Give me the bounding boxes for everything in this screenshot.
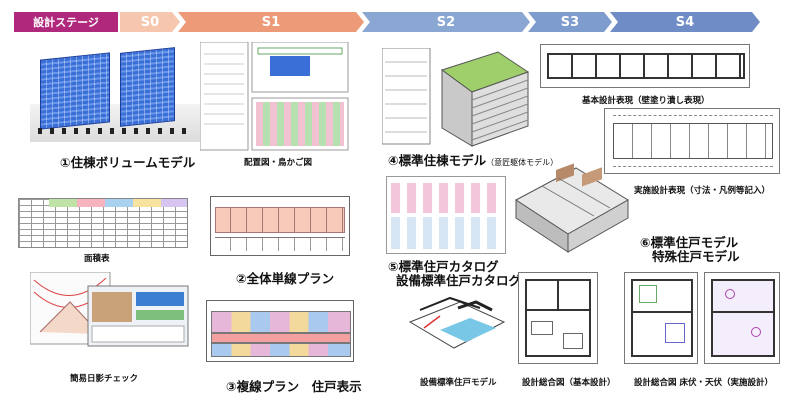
stage-s3: S3 — [528, 12, 612, 32]
volume-model-caption: ①住棟ボリュームモデル — [60, 155, 196, 170]
general-plan-basic-image — [518, 272, 598, 364]
site-plan-caption: 配置図・鳥かご図 — [244, 158, 313, 168]
general-plan-detail-caption: 設計総合図 床伏・天伏（実施設計） — [634, 378, 773, 388]
stage-s3-label: S3 — [560, 14, 580, 30]
sunlight-check-caption: 簡易日影チェック — [70, 374, 139, 384]
standard-building-model-title: ④標準住棟モデル — [388, 153, 487, 168]
volume-model-image — [30, 42, 200, 142]
standard-building-model-image — [382, 48, 532, 148]
detail-design-drawing-image — [604, 108, 780, 174]
standard-unit-catalog-caption-1: ⑤標準住戸カタログ — [388, 259, 499, 274]
general-plan-detail-floor-image — [624, 272, 698, 364]
standard-building-model-note: （意匠躯体モデル） — [486, 158, 559, 167]
stage-s2: S2 — [362, 12, 530, 32]
standard-building-model-caption: ④標準住棟モデル（意匠躯体モデル） — [388, 150, 558, 169]
site-plan-image — [200, 42, 350, 152]
stage-s2-label: S2 — [436, 14, 456, 30]
design-stage-label: 設計ステージ — [14, 12, 118, 32]
stage-s0: S0 — [120, 12, 180, 32]
general-plan-basic-caption: 設計総合図（基本設計） — [522, 378, 616, 388]
double-line-plan-image — [206, 300, 354, 362]
basic-design-drawing-image — [540, 44, 750, 88]
unit-model-caption-1: ⑥標準住戸モデル — [640, 235, 739, 250]
stage-s1: S1 — [178, 12, 364, 32]
equipment-unit-model-caption: 設備標準住戸モデル — [420, 378, 497, 388]
single-line-plan-caption: ②全体単線プラン — [236, 271, 335, 286]
standard-unit-catalog-caption-2: 設備標準住戸カタログ — [396, 273, 522, 288]
equipment-unit-model-image — [400, 288, 510, 358]
detail-design-drawing-caption: 実施設計表現（寸法・凡例等記入） — [634, 186, 771, 196]
sunlight-check-image — [30, 272, 190, 362]
stage-s0-label: S0 — [140, 14, 160, 30]
area-table-caption: 面積表 — [84, 254, 110, 264]
unit-model-caption-2: 特殊住戸モデル — [652, 249, 740, 264]
standard-unit-catalog-image — [386, 176, 506, 254]
unit-3d-model-image — [512, 160, 632, 256]
design-stage-bar: 設計ステージ S0 S1 S2 S3 S4 — [0, 0, 800, 34]
area-table-image — [18, 198, 188, 248]
stage-s1-label: S1 — [261, 14, 281, 30]
single-line-plan-image — [210, 196, 350, 256]
basic-design-drawing-caption: 基本設計表現（壁塗り潰し表現） — [582, 96, 710, 106]
general-plan-detail-ceiling-image — [704, 272, 780, 364]
stage-s4: S4 — [610, 12, 760, 32]
double-line-plan-caption: ③複線プラン 住戸表示 — [226, 379, 362, 394]
stage-s4-label: S4 — [675, 14, 695, 30]
